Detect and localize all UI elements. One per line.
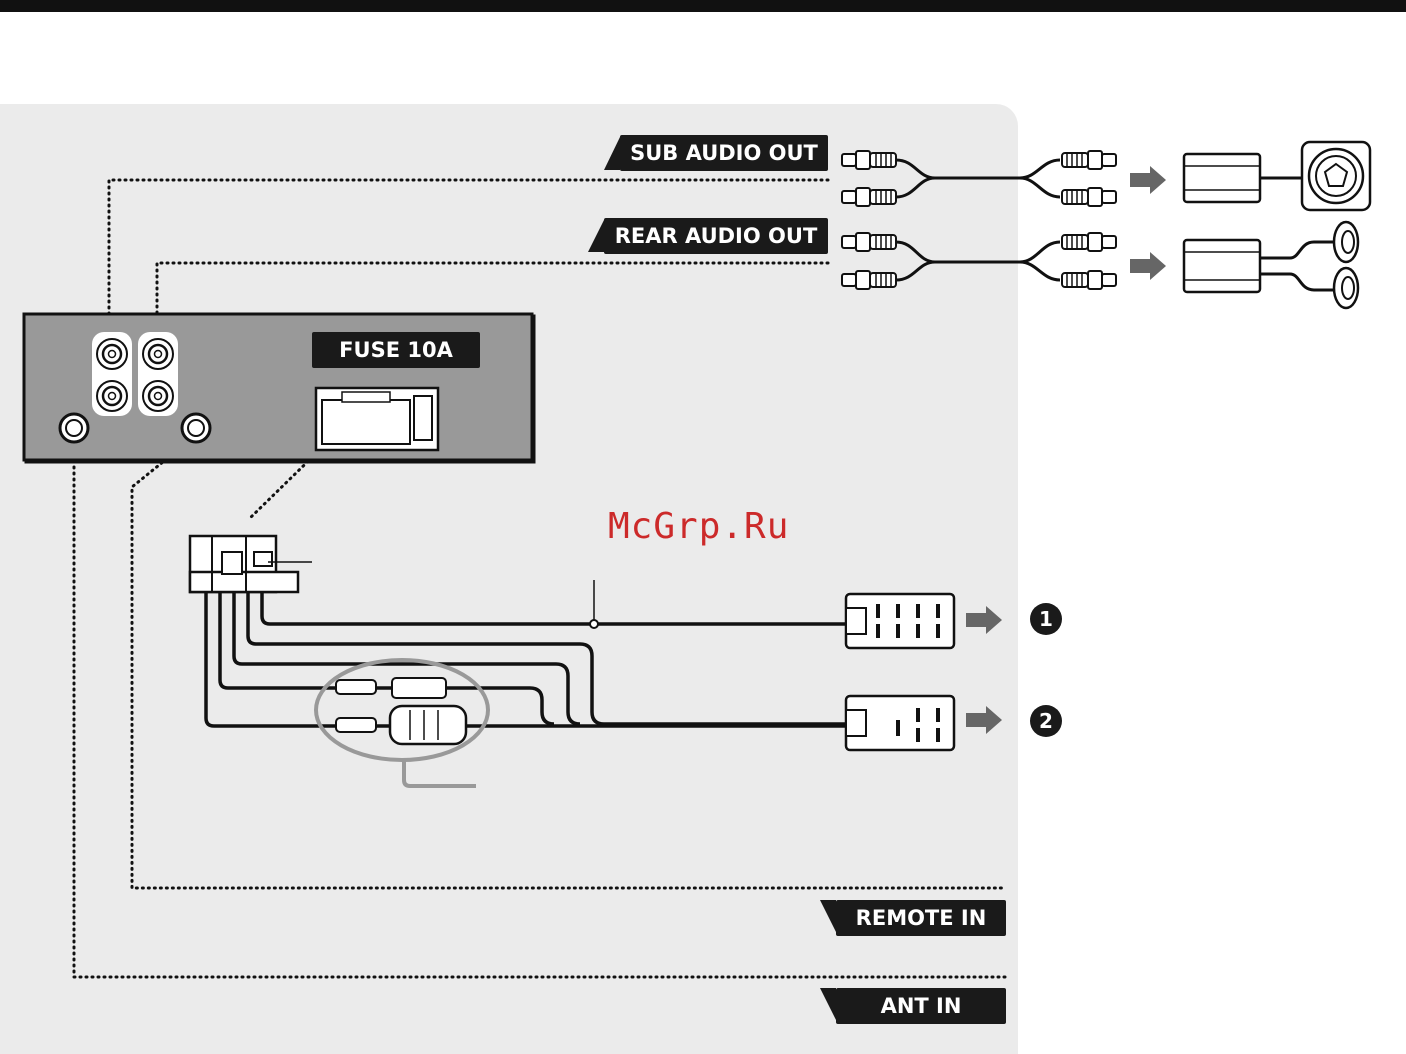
wire-3 (234, 592, 580, 724)
amplifier-icon (1184, 154, 1302, 202)
sub-out-cable (896, 160, 1060, 197)
connector-2-number: 2 (1030, 705, 1062, 737)
amplifier-rear-icon (1184, 240, 1334, 292)
iso-connector-1 (846, 594, 954, 648)
rear-arrow-icon (1130, 252, 1166, 280)
small-plugs (316, 660, 488, 786)
rear-audio-out-label: REAR AUDIO OUT (604, 218, 828, 254)
subwoofer-icon (1302, 142, 1370, 210)
iso-connector-2 (846, 696, 954, 750)
sub-arrow-icon (1130, 166, 1166, 194)
sub-audio-out-label: SUB AUDIO OUT (620, 135, 828, 171)
fuse-label: FUSE 10A (312, 332, 480, 368)
wire-4 (220, 592, 554, 724)
harness-block (190, 536, 312, 592)
watermark-text: McGrp.Ru (608, 506, 789, 547)
connector-1-arrow-icon (966, 606, 1002, 634)
wire-2 (248, 592, 846, 724)
wire-1 (262, 592, 846, 624)
rear-speaker-icon (1334, 222, 1358, 308)
sub-out-dotted-line (109, 180, 828, 330)
remote-in-label: REMOTE IN (836, 900, 1006, 936)
ant-in-label: ANT IN (836, 988, 1006, 1024)
wire-5 (206, 592, 846, 726)
connector-2-arrow-icon (966, 706, 1002, 734)
rear-out-cable (896, 242, 1060, 280)
connector-1-number: 1 (1030, 603, 1062, 635)
